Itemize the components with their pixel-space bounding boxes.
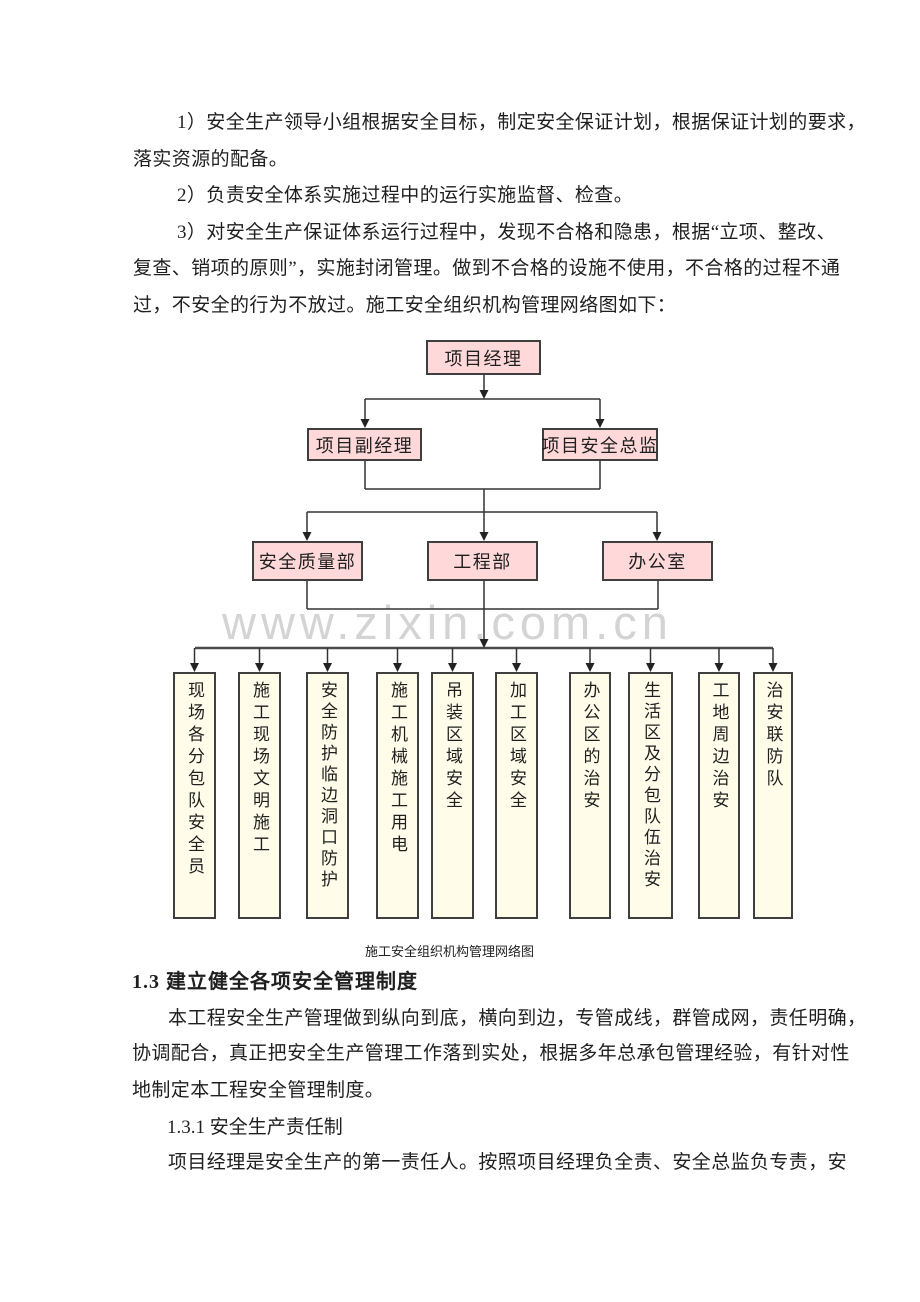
- org-leaf-node: 安全防护临边洞口防护: [306, 672, 349, 919]
- org-leaf-label: 生活区及分包队伍治安: [641, 681, 660, 891]
- paragraph-line: 落实资源的配备。: [133, 149, 289, 170]
- paragraph-line: 本工程安全生产管理做到纵向到底，横向到边，专管成线，群管成网，责任明确，: [168, 1008, 867, 1029]
- org-leaf-node: 施工现场文明施工: [238, 672, 281, 919]
- org-leaf-label: 现场各分包队安全员: [185, 681, 204, 879]
- org-leaf-node: 施工机械施工用电: [376, 672, 419, 919]
- section-heading: 1.3 建立健全各项安全管理制度: [132, 971, 418, 993]
- org-leaf-node: 吊装区域安全: [431, 672, 474, 919]
- org-leaf-label: 安全防护临边洞口防护: [318, 681, 337, 891]
- node-safety-quality-dept: 安全质量部: [252, 541, 363, 581]
- paragraph-line: 项目经理是安全生产的第一责任人。按照项目经理负全责、安全总监负专责，安: [168, 1152, 848, 1173]
- org-leaf-label: 吊装区域安全: [443, 681, 462, 813]
- org-leaf-node: 办公区的治安: [569, 672, 611, 919]
- org-leaf-node: 工地周边治安: [698, 672, 740, 919]
- org-leaf-label: 办公区的治安: [580, 681, 600, 813]
- node-project-manager: 项目经理: [426, 340, 541, 375]
- subsection-heading: 1.3.1 安全生产责任制: [167, 1117, 343, 1138]
- org-leaf-node: 生活区及分包队伍治安: [628, 672, 673, 919]
- org-leaf-node: 现场各分包队安全员: [173, 672, 216, 919]
- org-leaf-label: 工地周边治安: [709, 681, 729, 813]
- org-leaf-label: 加工区域安全: [507, 681, 526, 813]
- paragraph-line: 1）安全生产领导小组根据安全目标，制定安全保证计划，根据保证计划的要求，: [177, 112, 866, 133]
- node-engineering-dept: 工程部: [427, 541, 538, 581]
- org-leaf-label: 施工现场文明施工: [250, 681, 269, 857]
- node-office: 办公室: [602, 541, 713, 581]
- paragraph-line: 2）负责安全体系实施过程中的运行实施监督、检查。: [177, 185, 634, 206]
- org-leaf-label: 治安联防队: [763, 681, 783, 791]
- node-safety-director: 项目安全总监: [542, 428, 658, 461]
- figure-caption: 施工安全组织机构管理网络图: [365, 944, 535, 959]
- paragraph-line: 协调配合，真正把安全生产管理工作落到实处，根据多年总承包管理经验，有针对性: [132, 1043, 850, 1064]
- org-leaf-label: 施工机械施工用电: [388, 681, 407, 857]
- paragraph-line: 复查、销项的原则”，实施封闭管理。做到不合格的设施不使用，不合格的过程不通: [133, 258, 841, 279]
- paragraph-line: 3）对安全生产保证体系运行过程中，发现不合格和隐患，根据“立项、整改、: [177, 222, 836, 243]
- paragraph-line: 过，不安全的行为不放过。施工安全组织机构管理网络图如下：: [133, 295, 677, 316]
- org-leaf-node: 治安联防队: [753, 672, 793, 919]
- paragraph-line: 地制定本工程安全管理制度。: [132, 1080, 385, 1101]
- org-leaf-node: 加工区域安全: [495, 672, 538, 919]
- watermark-text: www.zixin.com.cn: [222, 596, 673, 649]
- node-deputy-project-manager: 项目副经理: [307, 428, 422, 461]
